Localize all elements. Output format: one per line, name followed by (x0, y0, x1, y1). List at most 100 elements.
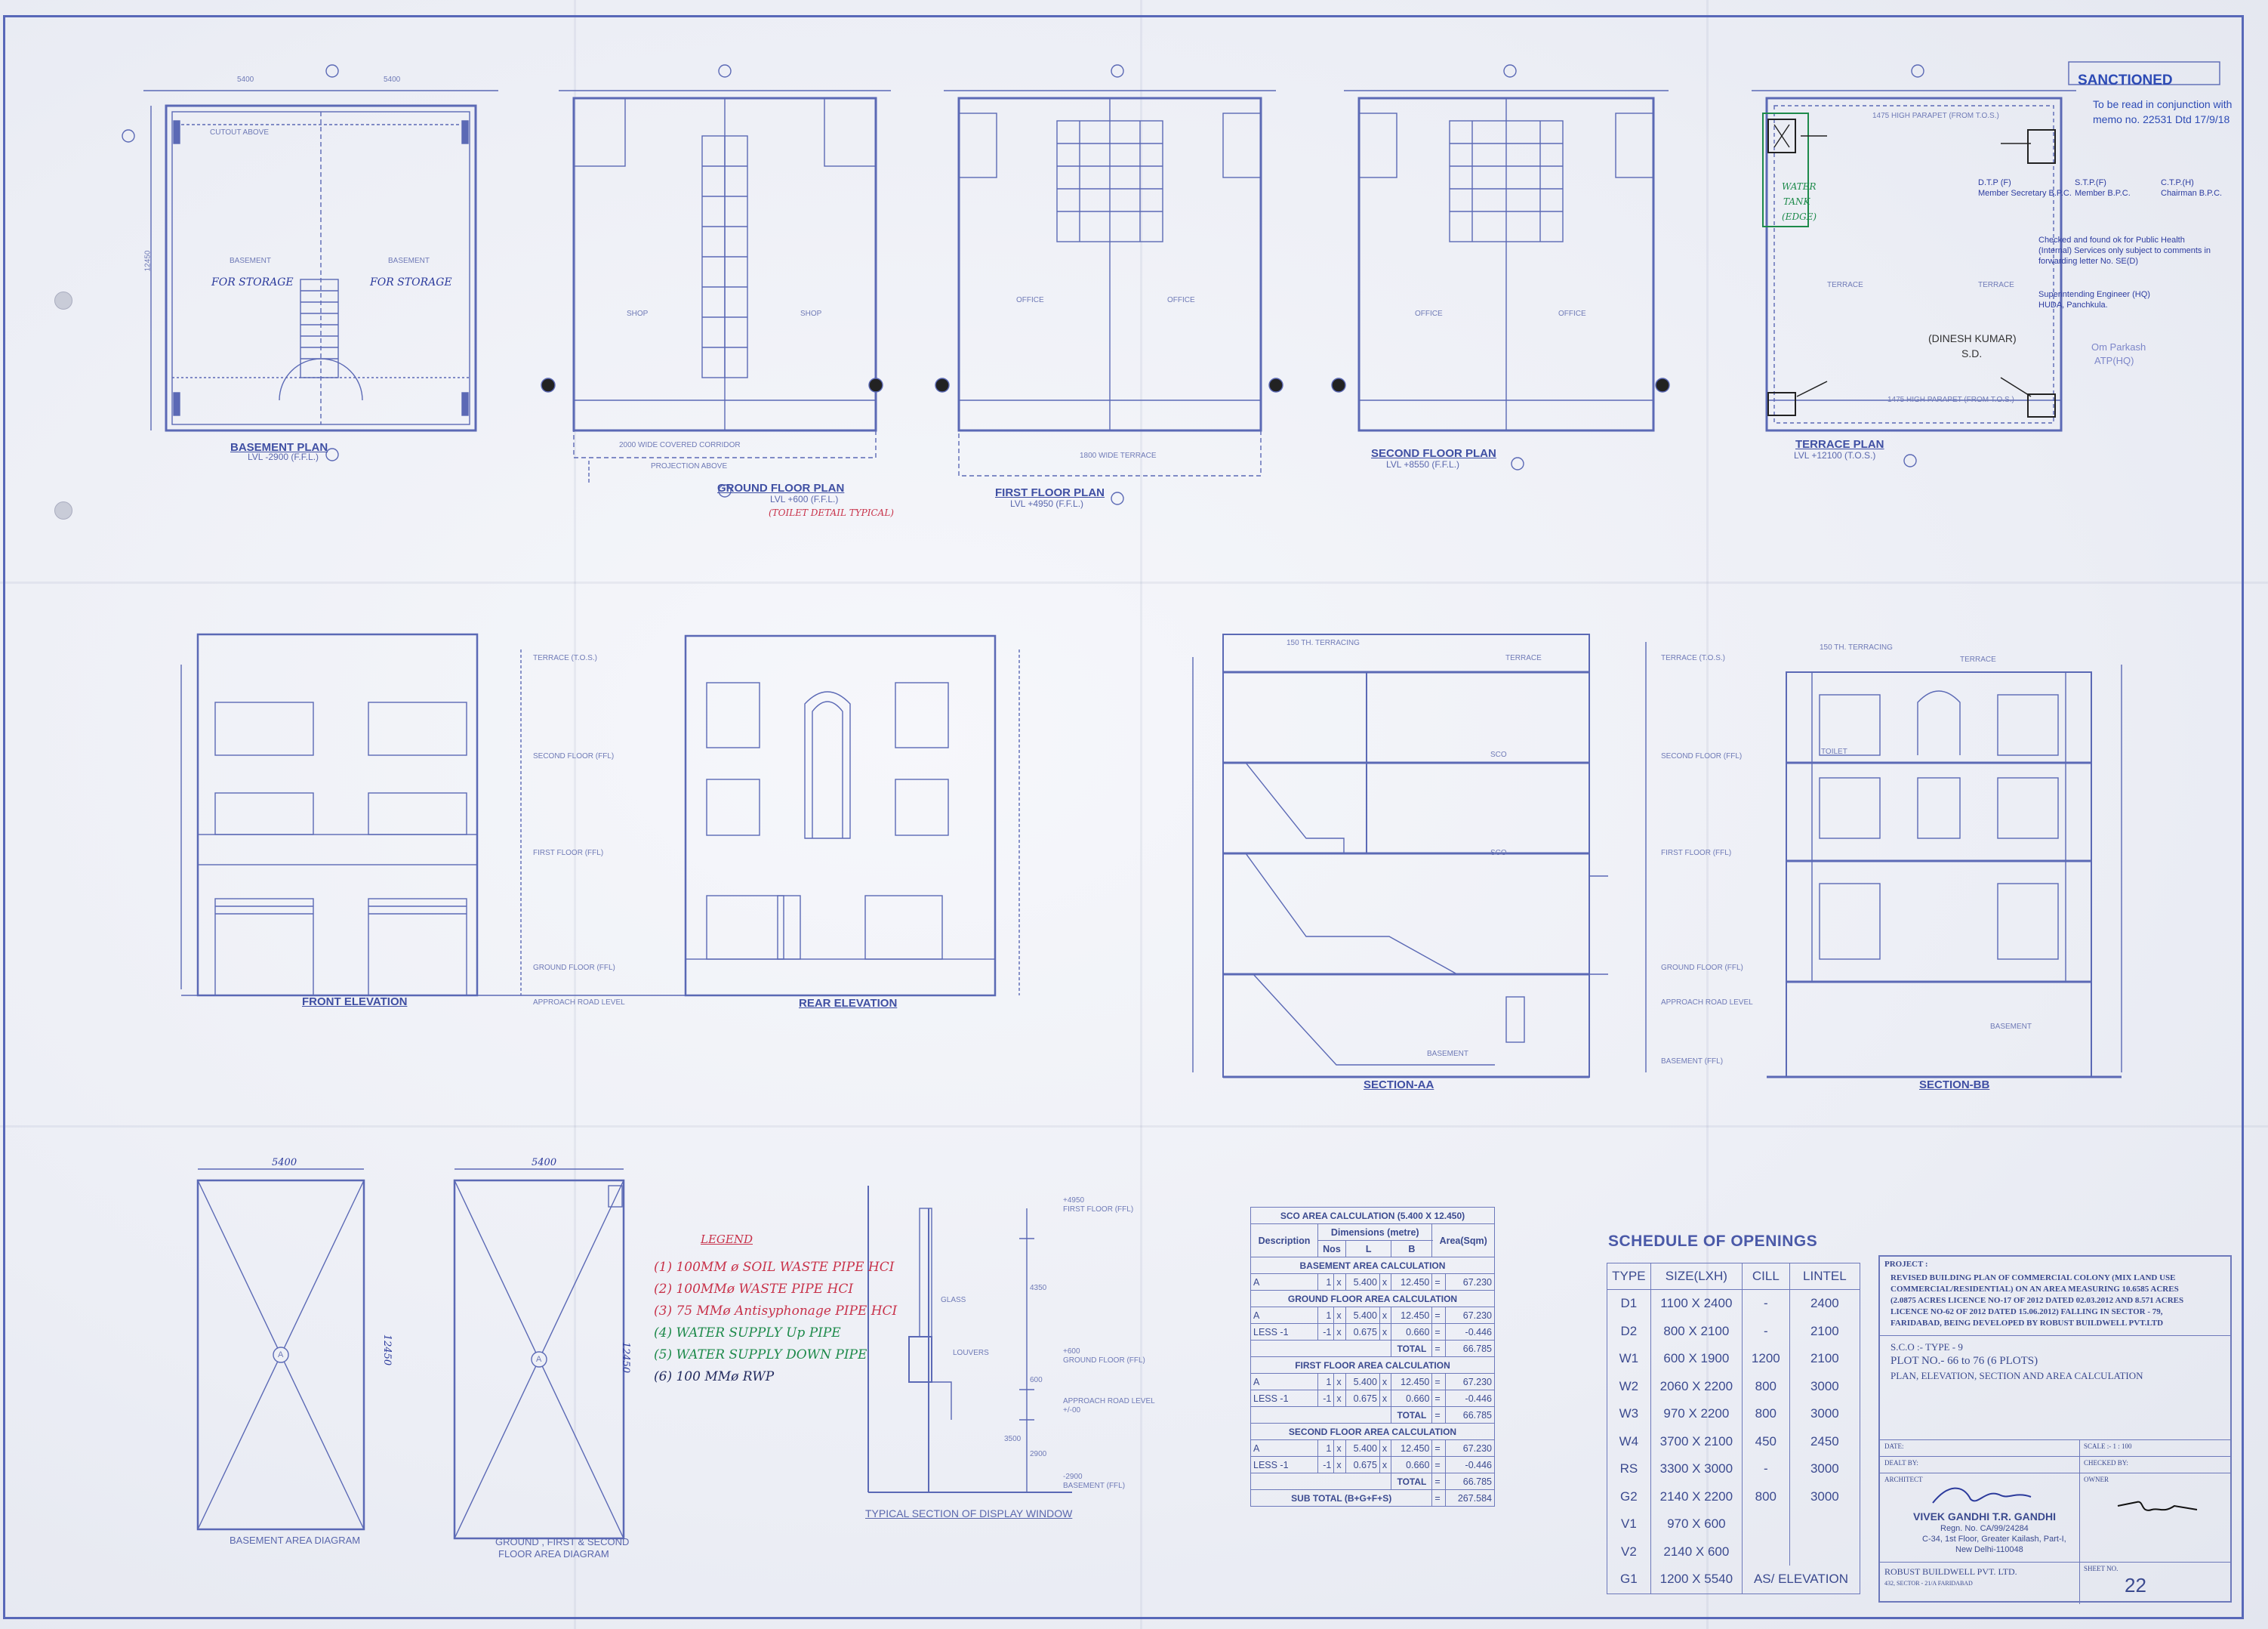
dealt-by-label: DEALT BY: (1884, 1459, 1918, 1467)
basement-room-label: BASEMENT (230, 257, 272, 265)
dw-label: LOUVERS (953, 1349, 989, 1357)
drawing-desc: PLAN, ELEVATION, SECTION AND AREA CALCUL… (1891, 1370, 2143, 1381)
table-cell: TOTAL (1391, 1473, 1433, 1490)
table-cell: LESS -1 (1250, 1323, 1319, 1341)
checked-by-label: CHECKED BY: (2084, 1459, 2128, 1467)
dw-label: +4950 (1063, 1196, 1085, 1205)
stamp-line: To be read in conjunction with (2093, 98, 2233, 110)
sd-name: (DINESH KUMAR) (1928, 332, 2017, 344)
table-cell: x (1333, 1390, 1346, 1407)
table-cell: 2060 X 2200 (1650, 1372, 1743, 1400)
dw-label: -2900 (1063, 1473, 1083, 1481)
office-label: OFFICE (1415, 310, 1443, 318)
project-text: (2.0875 ACRES LICENCE NO-17 OF 2012 DATE… (1891, 1296, 2184, 1305)
section-label: TERRACE (1505, 654, 1542, 662)
dw-label: GROUND FLOOR (FFL) (1063, 1356, 1145, 1365)
table-cell: SCO AREA CALCULATION (5.400 X 12.450) (1250, 1207, 1495, 1224)
table-cell: 267.584 (1445, 1489, 1495, 1507)
table-cell: -1 (1317, 1323, 1335, 1341)
table-row: SUB TOTAL (B+G+F+S)=267.584 (1250, 1489, 1495, 1507)
table-cell: SECOND FLOOR AREA CALCULATION (1250, 1423, 1495, 1440)
basement-plan-drawing (122, 64, 498, 461)
table-cell: - (1741, 1317, 1790, 1345)
table-cell: 66.785 (1445, 1406, 1495, 1424)
front-elevation-drawing (180, 633, 687, 997)
level-label: FIRST FLOOR (FFL) (1661, 849, 1732, 857)
ground-area-diagram-drawing (453, 1168, 625, 1540)
table-cell: x (1333, 1273, 1346, 1291)
display-window-section-drawing (867, 1186, 1072, 1493)
table-cell: 3000 (1789, 1400, 1861, 1428)
section-bb-title: SECTION-BB (1919, 1078, 1990, 1091)
table-header: TYPE (1607, 1263, 1651, 1290)
section-label: BASEMENT (1427, 1050, 1469, 1058)
table-cell: 1 (1317, 1273, 1335, 1291)
table-cell: 0.660 (1391, 1456, 1433, 1473)
table-cell: Dimensions (metre) (1317, 1223, 1433, 1241)
legend-item: (5) WATER SUPPLY DOWN PIPE (654, 1347, 867, 1362)
table-cell: 2400 (1789, 1289, 1861, 1318)
table-cell: 970 X 600 (1650, 1510, 1743, 1538)
project-text: LICENCE NO-62 OF 2012 DATED 15.06.2012) … (1891, 1307, 2163, 1316)
table-cell: = (1431, 1273, 1447, 1291)
section-label: TERRACE (1960, 656, 1996, 664)
table-cell: -1 (1317, 1456, 1335, 1473)
table-cell: RS (1607, 1455, 1651, 1483)
table-cell: x (1379, 1307, 1392, 1324)
dw-label: +/-00 (1063, 1406, 1081, 1415)
table-cell: Area(Sqm) (1431, 1223, 1495, 1257)
table-row: BASEMENT AREA CALCULATION (1250, 1257, 1495, 1274)
table-row: SCO AREA CALCULATION (5.400 X 12.450) (1250, 1207, 1495, 1224)
table-cell: 1200 (1741, 1345, 1790, 1373)
diagram-marker: A (278, 1350, 284, 1359)
table-cell: = (1431, 1439, 1447, 1457)
table-header: CILL (1741, 1263, 1790, 1290)
first-floor-plan-level: LVL +4950 (F.F.L.) (1010, 498, 1084, 509)
table-cell: Nos (1317, 1240, 1346, 1257)
table-cell: 67.230 (1445, 1373, 1495, 1390)
section-label: SCO (1490, 751, 1507, 759)
table-cell: LESS -1 (1250, 1390, 1319, 1407)
table-cell: TOTAL (1391, 1406, 1433, 1424)
table-cell: 450 (1741, 1427, 1790, 1455)
table-cell: G1 (1607, 1566, 1651, 1594)
display-window-title: TYPICAL SECTION OF DISPLAY WINDOW (865, 1507, 1073, 1519)
table-row: TOTAL=66.785 (1250, 1473, 1495, 1490)
section-label: BASEMENT (1990, 1023, 2032, 1031)
sheet-number: 22 (2125, 1574, 2146, 1597)
table-cell: 1 (1317, 1439, 1335, 1457)
legend-item: (2) 100MMø WASTE PIPE HCI (654, 1282, 854, 1297)
scale-label: SCALE :- 1 : 100 (2084, 1442, 2132, 1450)
table-cell: 1200 X 5540 (1650, 1566, 1743, 1594)
terrace-plan-drawing (1752, 64, 2076, 467)
table-cell: = (1431, 1340, 1447, 1357)
ground-floor-plan-level: LVL +600 (F.F.L.) (770, 494, 839, 504)
architect-address: C-34, 1st Floor, Greater Kailash, Part-I… (1922, 1535, 2066, 1544)
level-label: GROUND FLOOR (FFL) (1661, 964, 1743, 972)
ground-area-diagram-title: GROUND , FIRST & SECOND (495, 1536, 630, 1547)
table-cell: - (1741, 1455, 1790, 1483)
table-row: TOTAL=66.785 (1250, 1406, 1495, 1424)
table-cell: V1 (1607, 1510, 1651, 1538)
second-floor-plan-title: SECOND FLOOR PLAN (1371, 447, 1496, 460)
level-label: SECOND FLOOR (FFL) (1661, 752, 1743, 761)
table-cell: = (1431, 1373, 1447, 1390)
table-cell: 5.400 (1345, 1373, 1380, 1390)
terrace-label: TERRACE (1827, 281, 1863, 289)
table-cell (1789, 1510, 1861, 1538)
table-cell: 12.450 (1391, 1273, 1433, 1291)
storage-note: FOR STORAGE (370, 276, 452, 288)
table-cell: 1100 X 2400 (1650, 1289, 1743, 1318)
table-cell: -1 (1317, 1390, 1335, 1407)
dw-label: FIRST FLOOR (FFL) (1063, 1205, 1134, 1214)
engineer-note: HUDA, Panchkula. (2038, 301, 2108, 310)
level-label: SECOND FLOOR (FFL) (533, 752, 615, 761)
ground-area-diagram-title: FLOOR AREA DIAGRAM (498, 1548, 609, 1560)
